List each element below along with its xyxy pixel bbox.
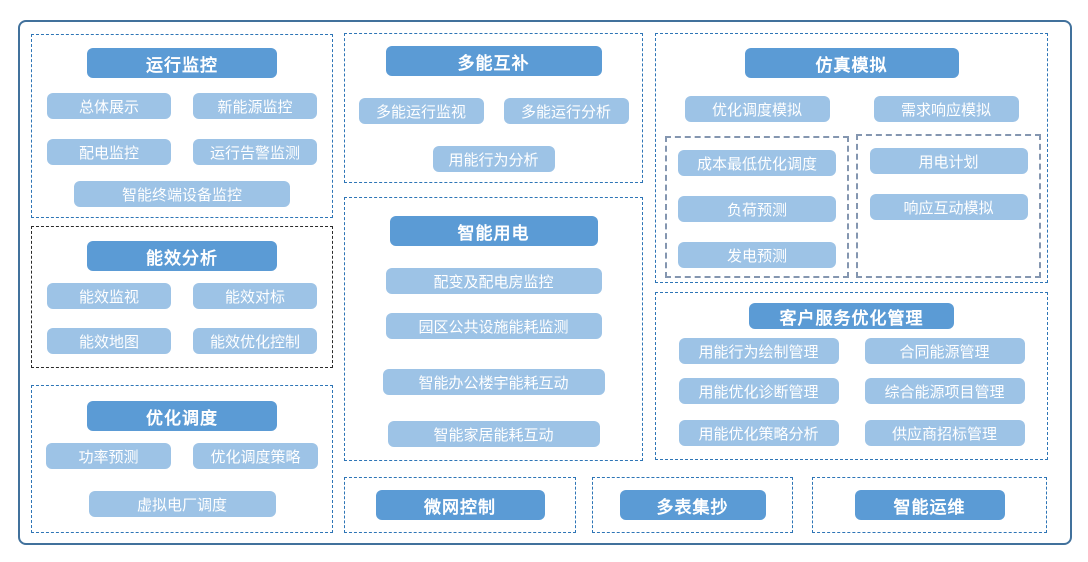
module-item: 总体展示: [47, 93, 171, 119]
item-row: 多能运行监视 多能运行分析: [358, 98, 629, 124]
module-item: 供应商招标管理: [864, 420, 1025, 446]
module-item: 能效优化控制: [193, 328, 317, 354]
module-item: 能效监视: [47, 283, 171, 309]
module-item: 能效地图: [47, 328, 171, 354]
module-item: 用能行为分析: [432, 146, 555, 172]
module-item: 智能终端设备监控: [74, 181, 290, 207]
group-energy-efficiency: 能效分析 能效监视 能效对标 能效地图 能效优化控制: [31, 226, 333, 368]
item-row: 优化调度模拟 需求响应模拟: [684, 96, 1019, 122]
module-item: 需求响应模拟: [873, 96, 1019, 122]
module-item: 虚拟电厂调度: [88, 491, 276, 517]
module-item: 优化调度策略: [193, 443, 318, 469]
module-item: 响应互动模拟: [869, 194, 1028, 220]
group-smart-om: 智能运维: [812, 477, 1047, 533]
group-title-operation-monitoring: 运行监控: [87, 48, 277, 78]
item-row: 能效监视 能效对标: [47, 283, 317, 309]
group-meter-reading: 多表集抄: [592, 477, 793, 533]
group-title-multi-energy: 多能互补: [385, 46, 602, 76]
module-item: 配变及配电房监控: [385, 268, 602, 294]
group-title-meter-reading: 多表集抄: [619, 490, 766, 520]
group-title-smart-power: 智能用电: [389, 216, 598, 246]
group-title-optimal-dispatch: 优化调度: [87, 401, 277, 431]
group-optimal-dispatch: 优化调度 功率预测 优化调度策略 虚拟电厂调度: [31, 385, 333, 533]
module-item: 配电监控: [47, 139, 171, 165]
module-item: 合同能源管理: [864, 338, 1025, 364]
item-row: 能效地图 能效优化控制: [47, 328, 317, 354]
group-microgrid-control: 微网控制: [344, 477, 576, 533]
module-item: 用能行为绘制管理: [678, 338, 839, 364]
module-item: 运行告警监测: [193, 139, 317, 165]
module-item: 园区公共设施能耗监测: [385, 313, 602, 339]
item-row: 配电监控 运行告警监测: [47, 139, 317, 165]
item-row: 用能优化策略分析 供应商招标管理: [678, 420, 1025, 446]
module-item: 智能家居能耗互动: [387, 421, 600, 447]
group-smart-power: 智能用电 配变及配电房监控 园区公共设施能耗监测 智能办公楼宇能耗互动 智能家居…: [344, 197, 643, 461]
group-customer-service: 客户服务优化管理 用能行为绘制管理 合同能源管理 用能优化诊断管理 综合能源项目…: [655, 292, 1048, 460]
module-item: 功率预测: [46, 443, 171, 469]
module-item: 用电计划: [869, 148, 1028, 174]
module-item: 多能运行分析: [503, 98, 629, 124]
group-title-energy-efficiency: 能效分析: [87, 241, 277, 271]
module-item: 优化调度模拟: [684, 96, 830, 122]
module-item: 能效对标: [193, 283, 317, 309]
item-row: 用能优化诊断管理 综合能源项目管理: [678, 378, 1025, 404]
module-item: 用能优化策略分析: [678, 420, 839, 446]
group-title-simulation: 仿真模拟: [744, 48, 959, 78]
module-item: 发电预测: [678, 242, 836, 268]
group-simulation: 仿真模拟 优化调度模拟 需求响应模拟 成本最低优化调度 负荷预测 发电预测 用电…: [655, 33, 1048, 283]
module-item: 用能优化诊断管理: [678, 378, 839, 404]
module-item: 智能办公楼宇能耗互动: [382, 369, 605, 395]
group-title-customer-service: 客户服务优化管理: [749, 303, 954, 329]
module-item: 多能运行监视: [358, 98, 484, 124]
group-title-smart-om: 智能运维: [854, 490, 1005, 520]
item-row: 功率预测 优化调度策略: [46, 443, 318, 469]
group-operation-monitoring: 运行监控 总体展示 新能源监控 配电监控 运行告警监测 智能终端设备监控: [31, 34, 333, 218]
simulation-sub-box-left: 成本最低优化调度 负荷预测 发电预测: [665, 136, 849, 278]
group-title-microgrid-control: 微网控制: [375, 490, 545, 520]
simulation-sub-box-right: 用电计划 响应互动模拟: [856, 134, 1041, 278]
module-item: 负荷预测: [678, 196, 836, 222]
group-multi-energy: 多能互补 多能运行监视 多能运行分析 用能行为分析: [344, 33, 643, 183]
module-item: 成本最低优化调度: [678, 150, 836, 176]
module-item: 新能源监控: [193, 93, 317, 119]
item-row: 总体展示 新能源监控: [47, 93, 317, 119]
item-row: 用能行为绘制管理 合同能源管理: [678, 338, 1025, 364]
module-item: 综合能源项目管理: [864, 378, 1025, 404]
